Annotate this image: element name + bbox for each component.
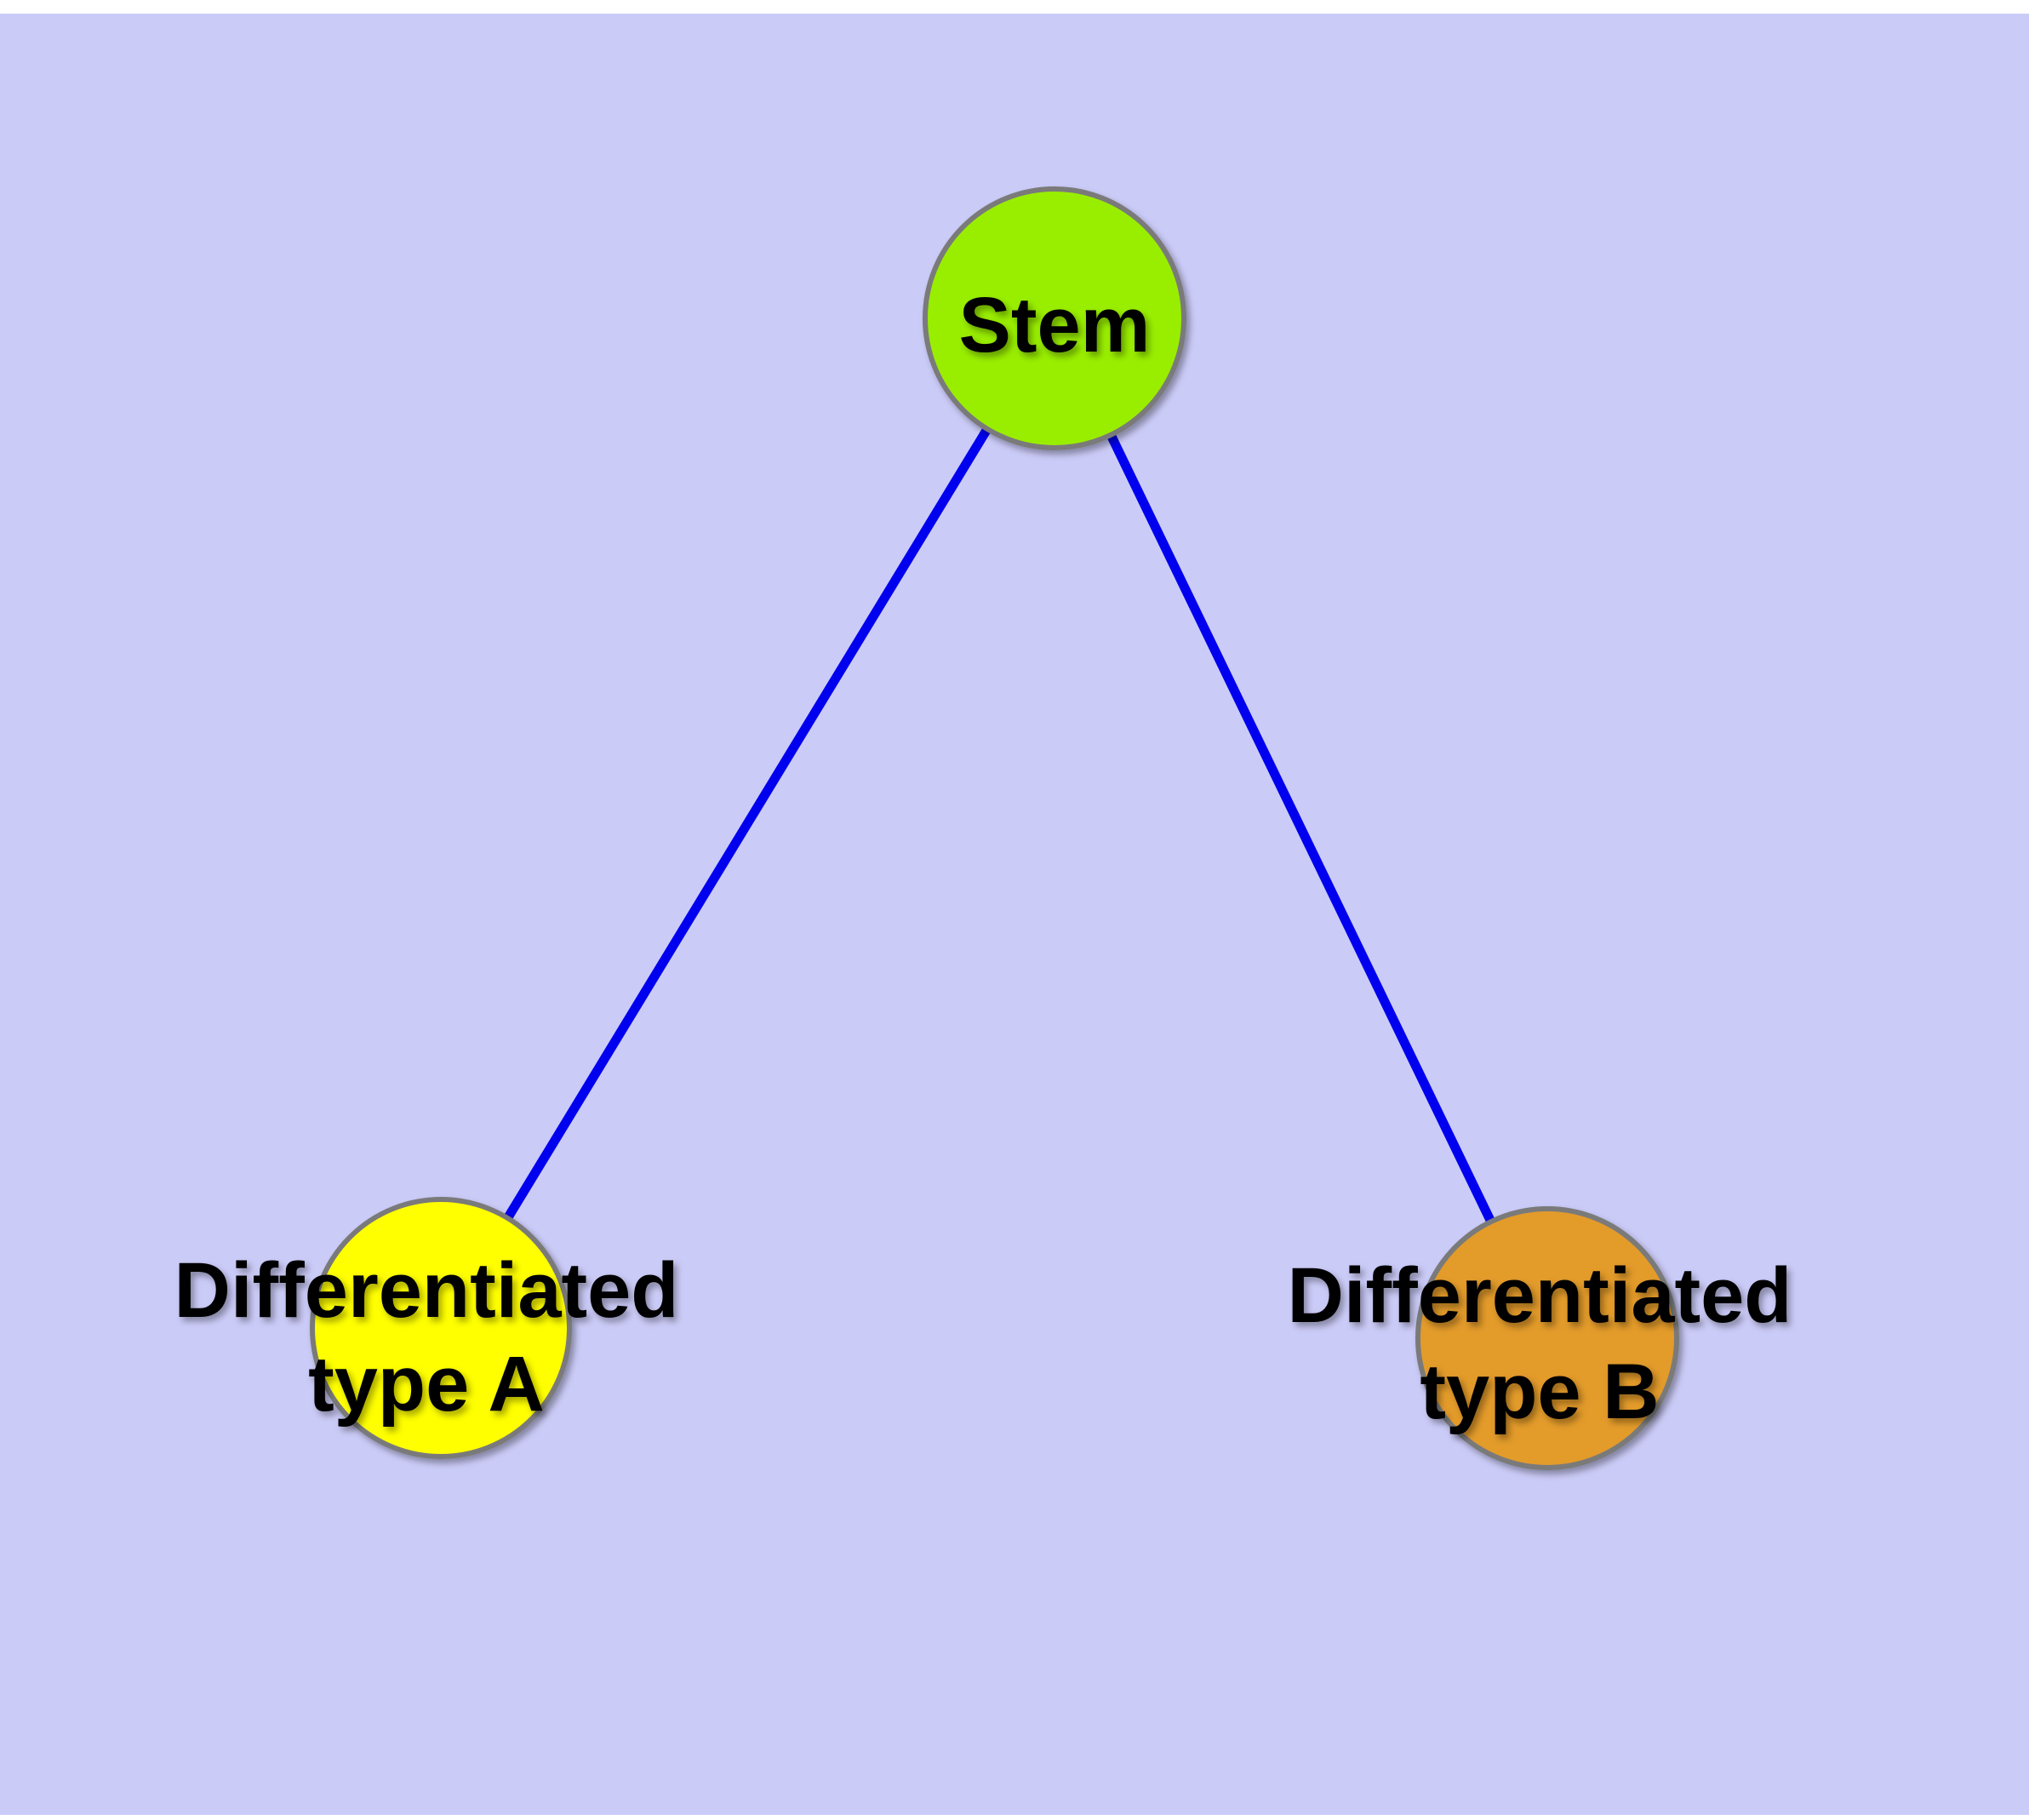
node-type-b-label-line2: type B [1420, 1348, 1659, 1435]
node-type-a-label-line2: type A [308, 1341, 545, 1428]
nodes-layer [310, 186, 1679, 1470]
node-type-a-circle [310, 1197, 572, 1459]
node-stem-label: Stem [959, 282, 1151, 369]
edges-layer [437, 316, 1552, 1341]
node-stem-circle [923, 186, 1186, 450]
edge-stem-to-type-b [1050, 316, 1552, 1341]
node-type-a-label-line1: Differentiated [174, 1247, 679, 1334]
labels-layer: Stem Differentiated type A Differentiate… [174, 282, 1792, 1435]
node-type-b-circle [1415, 1206, 1679, 1470]
edge-stem-to-type-a [437, 316, 1059, 1331]
node-type-b-label-line1: Differentiated [1288, 1252, 1792, 1339]
